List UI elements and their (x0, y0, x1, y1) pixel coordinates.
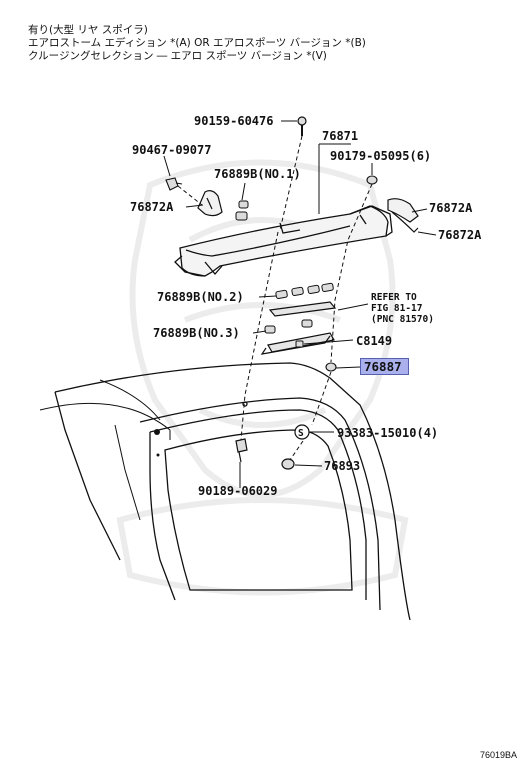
label-76887: 76887 (364, 359, 402, 374)
screw-marker-circle (294, 424, 310, 440)
label-76893: 76893 (324, 459, 360, 473)
label-c8149: C8149 (356, 334, 392, 348)
cushion-pads-no2 (275, 282, 334, 299)
label-76871: 76871 (322, 129, 358, 143)
cushion-76889b-no1 (235, 200, 249, 221)
vehicle-rear-body (39, 362, 411, 621)
nut-90179 (366, 175, 378, 185)
grommet-76893 (281, 458, 295, 470)
rear-spoiler (174, 205, 393, 277)
seal-76872a-right (387, 198, 419, 233)
diagram-header: 有り(大型 リヤ スポイラ) エアロストーム エディション *(A) OR エア… (28, 24, 366, 63)
label-90467-09077: 90467-09077 (132, 143, 211, 157)
label-76889b-no3: 76889B(NO.3) (153, 326, 240, 340)
header-line-3: クルージングセレクション ― エアロ スポーツ バージョン *(V) (28, 50, 327, 62)
diagram-code: 76019BA (479, 750, 517, 760)
dashed-leader-lines (177, 135, 373, 461)
label-refer-to: REFER TO (371, 292, 417, 303)
nut-76887 (325, 362, 337, 372)
clip-c8149 (295, 340, 304, 348)
label-90159-60476: 90159-60476 (194, 114, 273, 128)
seal-76872a-left (197, 190, 223, 217)
label-90179-05095: 90179-05095(6) (330, 149, 431, 163)
label-76889b-no2: 76889B(NO.2) (157, 290, 244, 304)
clip-90467 (165, 177, 183, 191)
label-76872a-right-upper: 76872A (429, 201, 473, 215)
label-76872a-right-lower: 76872A (438, 228, 482, 242)
label-refer-pnc: (PNC 81570) (371, 314, 434, 325)
cushion-pads-no3 (264, 319, 313, 334)
solid-leader-lines (163, 120, 437, 488)
screw-marker-letter: S (298, 428, 304, 439)
label-76889b-no1: 76889B(NO.1) (214, 167, 301, 181)
label-76872a-left: 76872A (130, 200, 174, 214)
bolt-90159 (297, 116, 307, 136)
highlighted-part-76887[interactable]: 76887 (360, 358, 409, 375)
header-line-1: 有り(大型 リヤ スポイラ) (28, 24, 148, 36)
label-refer-fig: FIG 81-17 (371, 303, 422, 314)
label-90189-06029: 90189-06029 (198, 484, 277, 498)
header-line-2: エアロストーム エディション *(A) OR エアロスポーツ バージョン *(B… (28, 37, 366, 49)
watermark-emblem (116, 159, 409, 596)
label-93383-15010: 93383-15010(4) (337, 426, 438, 440)
clip-90189 (235, 438, 248, 463)
